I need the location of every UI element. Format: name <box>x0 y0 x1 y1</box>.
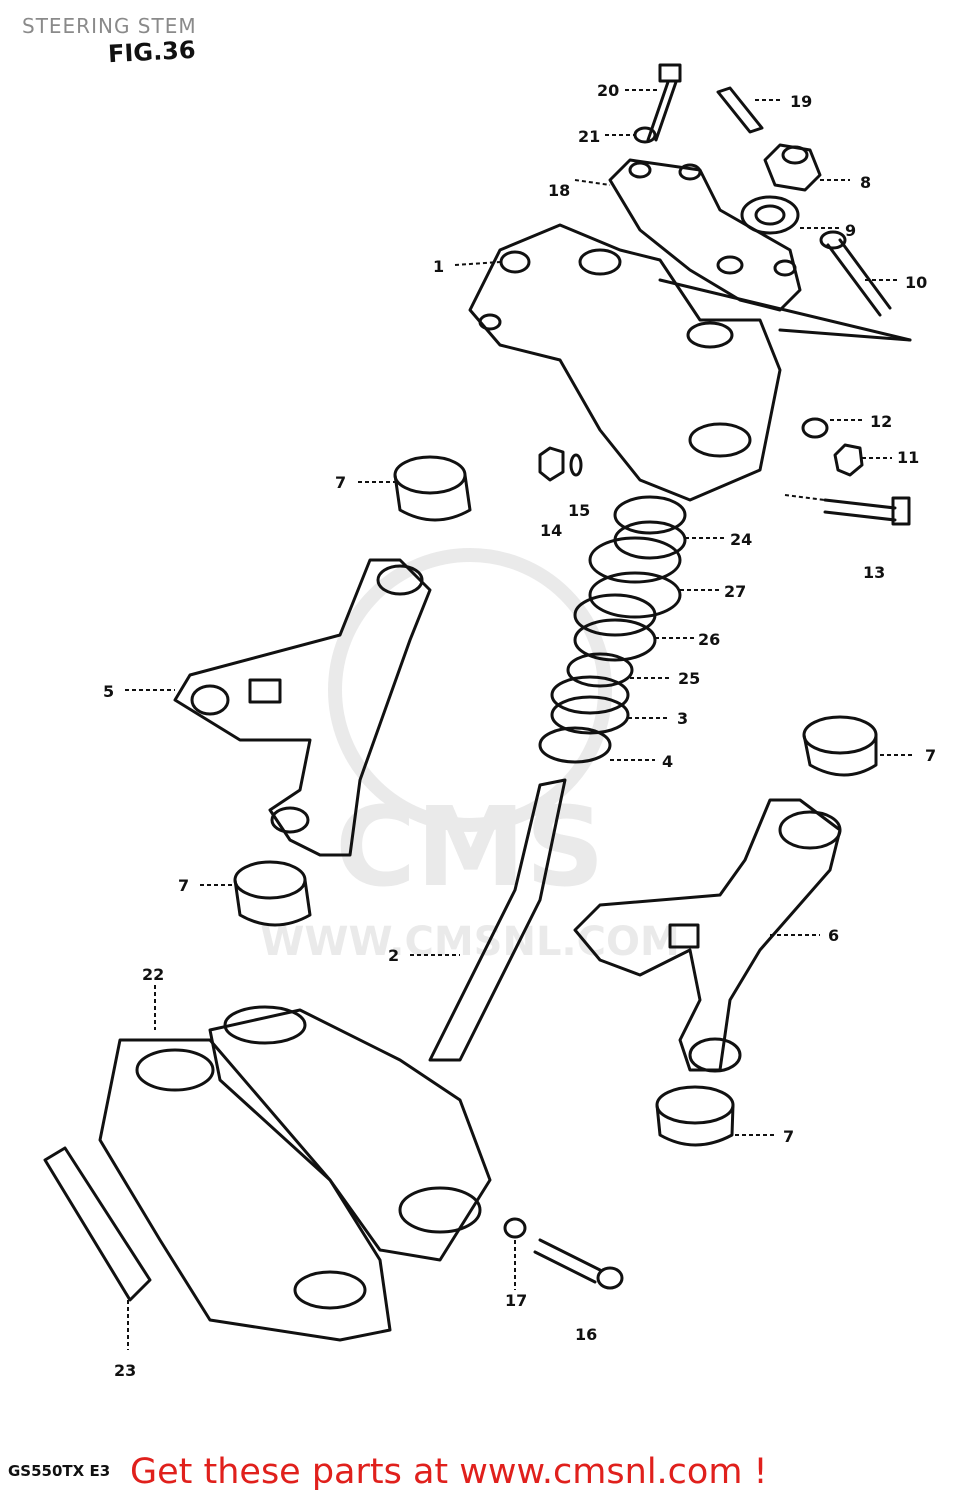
callout-25: 25 <box>678 669 700 688</box>
bolt-10-part <box>819 230 892 317</box>
callout-labels: 1 18 20 21 19 8 9 10 12 11 13 7 14 15 24… <box>103 81 936 1380</box>
bolt-16-part <box>533 1238 624 1290</box>
washer-9-part <box>740 195 800 235</box>
headlight-bracket-left-part <box>173 558 432 857</box>
nut-8-part <box>763 143 822 192</box>
watermark-url: WWW.CMSNL.COM <box>260 919 680 965</box>
grommet-7b-part <box>802 715 878 777</box>
bolt-13-part <box>823 496 911 526</box>
watermark-logo-circle <box>328 548 612 832</box>
grommet-7d-part <box>655 1085 735 1147</box>
washer-21-part <box>633 126 657 144</box>
callout-15: 15 <box>568 501 590 520</box>
grommet-7a-part <box>393 455 472 522</box>
race-26-part <box>573 593 657 637</box>
grommet-7c-part <box>233 860 312 927</box>
handlebar-holder-part <box>608 158 912 342</box>
dust-seal-25-part <box>566 652 634 688</box>
leader-lines <box>125 89 915 1350</box>
cover-22-part <box>98 1038 392 1342</box>
callout-13: 13 <box>863 563 885 582</box>
washer-4-part <box>538 726 612 764</box>
promo-link[interactable]: Get these parts at www.cmsnl.com ! <box>130 1452 768 1492</box>
callout-26: 26 <box>698 630 720 649</box>
callout-16: 16 <box>575 1325 597 1344</box>
sticker-19-part <box>716 86 764 134</box>
watermark-brand: CMS <box>335 783 604 911</box>
callout-17: 17 <box>505 1291 527 1310</box>
bearing-27-part <box>588 536 682 584</box>
nut-11-part <box>833 443 864 477</box>
callout-7b: 7 <box>925 746 936 765</box>
callout-24: 24 <box>730 530 752 549</box>
nut-14-part <box>538 446 565 482</box>
callout-11: 11 <box>897 448 919 467</box>
callout-18: 18 <box>548 181 570 200</box>
callout-12: 12 <box>870 412 892 431</box>
washer-15-part <box>569 453 583 477</box>
callout-20: 20 <box>597 81 619 100</box>
callout-10: 10 <box>905 273 927 292</box>
diagram-title: STEERING STEM <box>22 14 197 38</box>
callout-7a: 7 <box>335 473 346 492</box>
callout-5: 5 <box>103 682 114 701</box>
callout-3: 3 <box>677 709 688 728</box>
callout-19: 19 <box>790 92 812 111</box>
plate-23-part <box>43 1146 152 1302</box>
bearing-stack <box>538 495 687 764</box>
steering-stem-part <box>208 778 567 1262</box>
callout-27: 27 <box>724 582 746 601</box>
callout-4: 4 <box>662 752 673 771</box>
callout-7d: 7 <box>783 1127 794 1146</box>
callout-21: 21 <box>578 127 600 146</box>
callout-7c: 7 <box>178 876 189 895</box>
callout-8: 8 <box>860 173 871 192</box>
callout-2: 2 <box>388 946 399 965</box>
callout-23: 23 <box>114 1361 136 1380</box>
callout-1: 1 <box>433 257 444 276</box>
model-code: GS550TX E3 <box>8 1462 111 1480</box>
callout-14: 14 <box>540 521 562 540</box>
headlight-bracket-right-part <box>573 798 842 1073</box>
callout-22: 22 <box>142 965 164 984</box>
upper-bracket-part <box>468 223 782 502</box>
bearing-3-part <box>550 675 630 715</box>
cap-24-part <box>613 495 687 535</box>
washer-12-part <box>801 417 829 439</box>
callout-6: 6 <box>828 926 839 945</box>
callout-9: 9 <box>845 221 856 240</box>
washer-17-part <box>503 1217 527 1239</box>
